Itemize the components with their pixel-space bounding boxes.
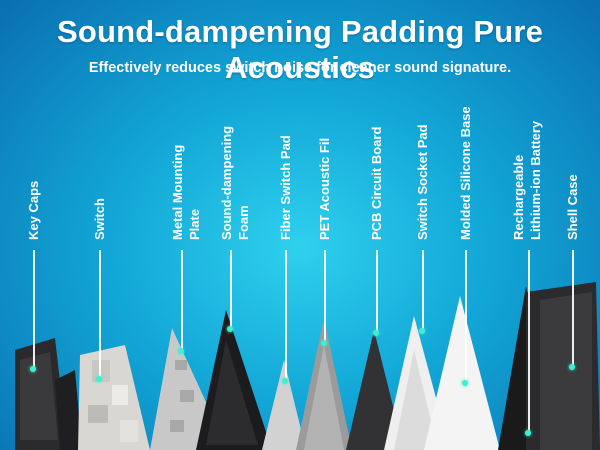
key-caps-layer: [15, 338, 82, 450]
silicone-base-marker: [462, 380, 468, 386]
fiber-pad-leader: [285, 250, 287, 380]
label-line: PET Acoustic Fil: [317, 137, 332, 240]
label-line: Rechargeable: [511, 154, 526, 240]
fiber-pad-marker: [282, 378, 288, 384]
switch-layer: [78, 345, 150, 450]
label-line: Sound-dampening: [219, 125, 234, 240]
label-line: Shell Case: [565, 174, 580, 240]
foam-marker: [227, 326, 233, 332]
battery-leader: [528, 250, 530, 432]
switch-leader: [99, 250, 101, 378]
fiber-switch-pad-layer: [262, 360, 306, 450]
switch-marker: [96, 376, 102, 382]
label-line: Molded Silicone Base: [458, 106, 473, 240]
metal-plate-leader: [181, 250, 183, 350]
label-sound-dampening-foam: Sound-dampening Foam: [218, 126, 252, 240]
label-line: Switch Socket Pad: [415, 124, 430, 240]
silicone-base-leader: [465, 250, 467, 382]
metal-plate-marker: [178, 348, 184, 354]
pet-acoustic-fil-layer: [296, 318, 352, 450]
banner-title: Sound-dampening Padding Pure Acoustics: [56, 14, 544, 85]
banner-subtitle: Effectively reduces switch noise for cle…: [88, 60, 512, 76]
label-line: Lithium-ion Battery: [528, 120, 543, 240]
pet-marker: [321, 340, 327, 346]
pcb-marker: [373, 330, 379, 336]
label-switch: Switch: [91, 198, 108, 240]
shell-case-layer: [526, 282, 600, 450]
label-pet-acoustic-fil: PET Acoustic Fil: [316, 138, 333, 240]
foam-leader: [230, 250, 232, 328]
sound-dampening-foam-layer: [196, 310, 272, 450]
label-line: Key Caps: [26, 180, 41, 240]
socket-pad-leader: [422, 250, 424, 330]
key-caps-leader: [33, 250, 35, 368]
label-pcb-circuit-board: PCB Circuit Board: [368, 127, 385, 240]
label-rechargeable-battery: Rechargeable Lithium-ion Battery: [510, 121, 544, 240]
shell-case-marker: [569, 364, 575, 370]
label-line: Plate: [187, 208, 202, 240]
battery-marker: [525, 430, 531, 436]
label-switch-socket-pad: Switch Socket Pad: [414, 124, 431, 240]
label-line: Fiber Switch Pad: [278, 135, 293, 240]
label-key-caps: Key Caps: [25, 181, 42, 240]
label-shell-case: Shell Case: [564, 174, 581, 240]
label-metal-mounting-plate: Metal Mounting Plate: [169, 145, 203, 240]
label-line: PCB Circuit Board: [369, 126, 384, 240]
pet-leader: [324, 250, 326, 342]
key-caps-marker: [30, 366, 36, 372]
label-fiber-switch-pad: Fiber Switch Pad: [277, 135, 294, 240]
label-line: Foam: [236, 205, 251, 240]
pcb-leader: [376, 250, 378, 332]
label-molded-silicone-base: Molded Silicone Base: [457, 106, 474, 240]
label-line: Switch: [92, 198, 107, 240]
socket-pad-marker: [419, 328, 425, 334]
pcb-circuit-board-layer: [346, 330, 404, 450]
shell-case-leader: [572, 250, 574, 366]
molded-silicone-base-layer: [424, 296, 500, 450]
label-line: Metal Mounting: [170, 144, 185, 240]
